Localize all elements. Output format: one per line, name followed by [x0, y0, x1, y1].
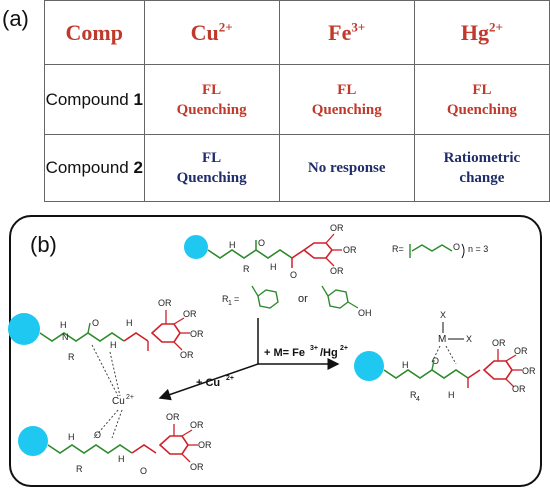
svg-text:R=: R=: [392, 244, 404, 254]
top-structure: H O R H O OR OR OR: [184, 223, 357, 280]
left-compound: H N O R H H OR OR OR OR: [8, 298, 204, 397]
svg-text:H: H: [448, 390, 455, 400]
svg-text:H: H: [68, 432, 75, 442]
r-definition: R= O n = 3: [392, 242, 488, 259]
svg-text:R: R: [243, 264, 250, 274]
svg-text:/Hg: /Hg: [320, 347, 338, 359]
svg-text:OR: OR: [166, 412, 180, 422]
svg-text:O: O: [290, 270, 297, 280]
svg-text:H: H: [270, 262, 277, 272]
bead-top: [184, 235, 208, 259]
svg-text:O: O: [258, 238, 265, 248]
svg-text:2+: 2+: [340, 345, 348, 352]
reaction-arrows: + M= Fe 3+ /Hg 2+ + Cu 2+: [158, 318, 348, 401]
svg-text:OR: OR: [190, 462, 204, 472]
row-label-compound-2: Compound 2: [44, 134, 145, 202]
bottom-compound: H O R H O OR OR OR OR: [18, 412, 212, 476]
svg-text:R: R: [76, 464, 83, 474]
svg-text:H: H: [118, 454, 125, 464]
svg-text:OR: OR: [198, 440, 212, 450]
bead-left: [8, 313, 40, 345]
svg-text:or: or: [298, 293, 308, 305]
svg-text:OR: OR: [522, 366, 536, 376]
svg-text:N: N: [62, 332, 69, 342]
svg-text:O: O: [453, 242, 460, 252]
svg-text:H: H: [110, 340, 117, 350]
cu-complex-center: Cu 2+: [93, 394, 134, 439]
svg-text:1: 1: [228, 300, 232, 307]
svg-text:OR: OR: [330, 223, 344, 233]
svg-text:4: 4: [416, 396, 420, 403]
svg-text:OR: OR: [343, 245, 357, 255]
svg-text:H: H: [229, 240, 236, 250]
svg-text:OR: OR: [183, 309, 197, 319]
svg-text:Cu: Cu: [112, 396, 125, 407]
svg-text:OR: OR: [180, 350, 194, 360]
header-hg: Hg2+: [413, 0, 550, 65]
svg-text:2+: 2+: [226, 375, 234, 382]
svg-text:O: O: [94, 430, 101, 440]
svg-text:OR: OR: [158, 298, 172, 308]
svg-text:O: O: [432, 356, 439, 366]
svg-text:O: O: [140, 466, 147, 476]
svg-text:OR: OR: [330, 266, 344, 276]
panel-a-label: (a): [2, 6, 29, 31]
svg-text:OR: OR: [514, 346, 528, 356]
svg-text:+ Cu: + Cu: [196, 377, 220, 389]
row-label-compound-1: Compound 1: [44, 64, 145, 135]
svg-text:OR: OR: [190, 329, 204, 339]
panel-b-label: (b): [30, 232, 57, 257]
svg-text:M: M: [438, 334, 446, 345]
svg-text:X: X: [466, 334, 472, 344]
svg-text:R: R: [68, 352, 75, 362]
svg-text:H: H: [60, 320, 67, 330]
svg-text:3+: 3+: [310, 345, 318, 352]
svg-text:2+: 2+: [126, 394, 134, 401]
svg-text:=: =: [234, 294, 239, 304]
header-comp: Comp: [44, 0, 145, 65]
bead-bottom: [18, 426, 48, 456]
right-compound: H O R 4 H OR OR OR OR M X X: [354, 310, 536, 403]
svg-text:H: H: [402, 360, 409, 370]
panel-b-box: [9, 215, 542, 487]
svg-text:R: R: [222, 294, 229, 304]
svg-text:X: X: [440, 310, 446, 320]
svg-text:O: O: [92, 318, 99, 328]
svg-text:OH: OH: [358, 308, 372, 318]
table-header-row: Comp Cu2+ Fe3+ Hg2+: [44, 0, 550, 65]
svg-text:R: R: [410, 390, 417, 400]
svg-text:n = 3: n = 3: [468, 244, 488, 254]
svg-text:OR: OR: [492, 338, 506, 348]
svg-text:OR: OR: [190, 420, 204, 430]
svg-text:H: H: [126, 318, 133, 328]
cell-c2-fe: No response: [278, 134, 415, 202]
r1-options: R 1 = or OH: [222, 285, 372, 318]
svg-text:+ M= Fe: + M= Fe: [264, 347, 305, 359]
svg-text:OR: OR: [512, 384, 526, 394]
bead-right: [354, 351, 384, 381]
